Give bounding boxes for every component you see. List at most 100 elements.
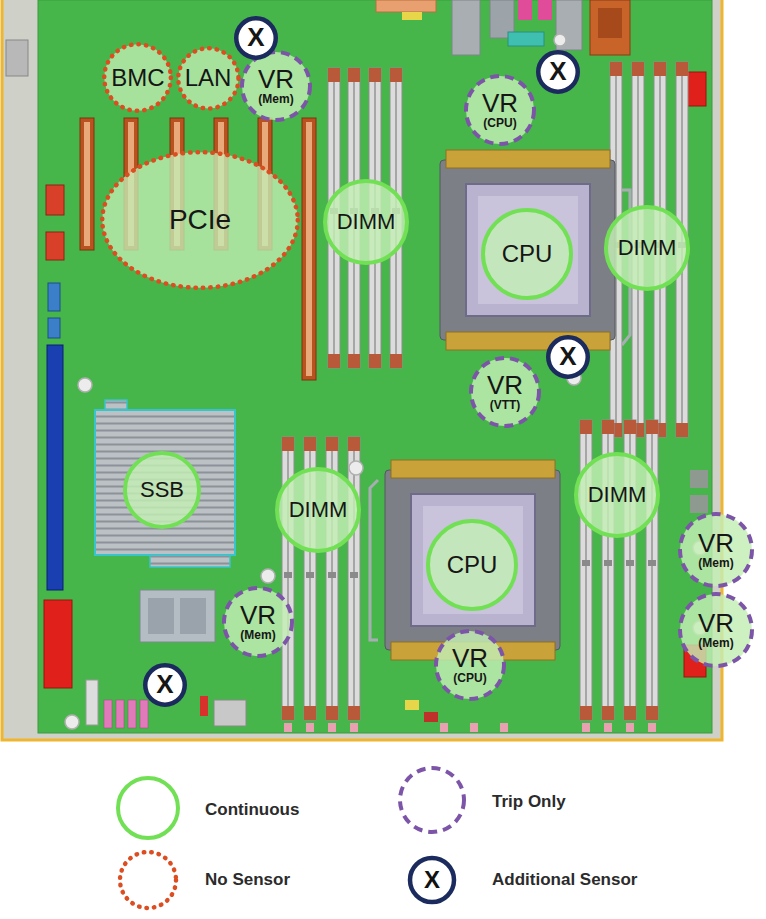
text-holder: VR(CPU) <box>452 645 488 685</box>
circle-outline <box>538 52 578 92</box>
legend-swatch <box>114 774 182 842</box>
component-label: VR <box>240 602 276 629</box>
circle-outline <box>576 454 658 536</box>
label-holder: No Sensor <box>205 870 290 890</box>
no-sensor-circle: BMC <box>102 42 173 113</box>
component-label: VR <box>698 530 734 557</box>
text-holder: DIMM <box>588 483 647 506</box>
component-label: DIMM <box>588 483 647 506</box>
text-holder: BMC <box>111 65 164 90</box>
circle-outline <box>277 469 359 551</box>
sensor-mark: X <box>559 343 576 370</box>
additional-sensor-circle: X <box>234 16 278 60</box>
trip-only-sensor-circle: VR(Mem) <box>240 50 312 122</box>
text-holder: CPU <box>502 241 553 266</box>
trip-only-sensor-circle: VR(CPU) <box>464 74 536 146</box>
component-sublabel: (Mem) <box>240 629 275 642</box>
text-holder: DIMM <box>289 498 348 521</box>
legend-swatch <box>410 858 454 902</box>
text-holder: PCIe <box>169 205 231 234</box>
text-holder: X <box>156 671 173 698</box>
legend-swatch <box>120 852 176 908</box>
sensor-mark: X <box>247 24 264 51</box>
component-sublabel: (Mem) <box>698 557 733 570</box>
circle-outline <box>242 52 310 120</box>
sensor-mark: X <box>549 58 566 85</box>
text-holder: X <box>247 24 264 51</box>
no-sensor-circle: PCIe <box>100 150 300 290</box>
circle-outline <box>178 48 238 108</box>
label-holder: X <box>424 868 440 892</box>
legend-text: No Sensor <box>205 870 290 890</box>
component-label: DIMM <box>618 236 677 259</box>
trip-only-sensor-circle: VR(Mem) <box>222 586 294 658</box>
label-holder: Trip Only <box>492 792 566 812</box>
trip-only-sensor-circle: VR(Mem) <box>678 512 754 588</box>
circle-outline <box>428 521 516 609</box>
text-holder: VR(Mem) <box>240 602 276 642</box>
legend-text: Continuous <box>205 800 299 820</box>
additional-sensor-circle: X <box>143 663 187 707</box>
text-holder: X <box>559 343 576 370</box>
circle-outline <box>466 76 534 144</box>
component-sublabel: (Mem) <box>258 93 293 106</box>
component-sublabel: (CPU) <box>483 117 516 130</box>
text-holder: LAN <box>185 65 232 90</box>
text-holder: SSB <box>140 478 184 501</box>
continuous-sensor-circle: SSB <box>123 451 201 529</box>
circle-outline <box>548 337 588 377</box>
component-label: VR <box>487 372 523 399</box>
circle-outline <box>224 588 292 656</box>
component-label: VR <box>452 645 488 672</box>
legend-swatch <box>118 778 178 838</box>
text-holder: DIMM <box>618 236 677 259</box>
circle-outline <box>606 207 688 289</box>
legend-text: Additional Sensor <box>492 870 637 890</box>
text-holder: VR(Mem) <box>698 610 734 650</box>
component-label: CPU <box>447 552 498 577</box>
additional-sensor-circle: X <box>536 50 580 94</box>
component-sublabel: (VTT) <box>490 399 521 412</box>
circle-outline <box>145 665 185 705</box>
component-label: VR <box>258 66 294 93</box>
component-label: PCIe <box>169 205 231 234</box>
circle-outline <box>325 181 407 263</box>
circle-outline <box>680 594 752 666</box>
circle-outline <box>483 210 571 298</box>
label-holder: Additional Sensor <box>492 870 637 890</box>
trip-only-sensor-circle: VR(Mem) <box>678 592 754 668</box>
no-sensor-circle: LAN <box>176 46 241 111</box>
component-label: SSB <box>140 478 184 501</box>
continuous-sensor-circle: DIMM <box>604 205 690 291</box>
text-holder: CPU <box>447 552 498 577</box>
trip-only-sensor-circle: VR(VTT) <box>469 356 541 428</box>
text-holder: VR(VTT) <box>487 372 523 412</box>
continuous-sensor-circle: DIMM <box>323 179 409 265</box>
component-label: DIMM <box>337 210 396 233</box>
legend-text: Trip Only <box>492 792 566 812</box>
component-label: VR <box>482 90 518 117</box>
continuous-sensor-circle: CPU <box>481 208 573 300</box>
component-label: DIMM <box>289 498 348 521</box>
text-holder: X <box>549 58 566 85</box>
sensor-mark: X <box>424 868 440 892</box>
legend-swatch <box>400 768 464 832</box>
circle-outline <box>125 453 199 527</box>
circle-outline <box>471 358 539 426</box>
trip-only-sensor-circle: VR(CPU) <box>434 629 506 701</box>
legend-swatch <box>116 848 180 912</box>
component-sublabel: (CPU) <box>453 672 486 685</box>
component-label: LAN <box>185 65 232 90</box>
component-label: BMC <box>111 65 164 90</box>
circle-outline <box>436 631 504 699</box>
additional-sensor-circle: X <box>546 335 590 379</box>
text-holder: VR(Mem) <box>258 66 294 106</box>
continuous-sensor-circle: DIMM <box>275 467 361 553</box>
component-label: CPU <box>502 241 553 266</box>
circle-outline <box>102 152 298 288</box>
text-holder: VR(CPU) <box>482 90 518 130</box>
text-holder: DIMM <box>337 210 396 233</box>
legend-swatch <box>396 764 468 836</box>
